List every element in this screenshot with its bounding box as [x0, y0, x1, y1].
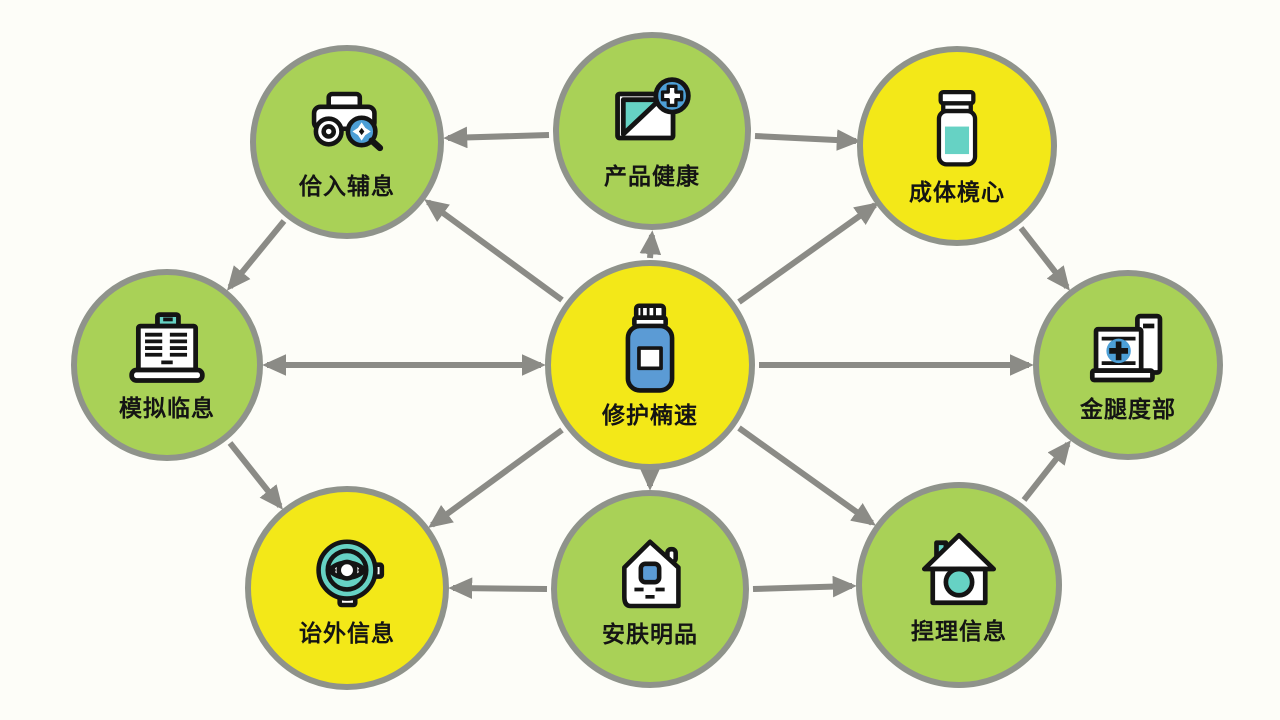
node-label: 诒外信息 [299, 621, 395, 647]
node-label: 佮入辅息 [299, 174, 395, 200]
node-top-right: 成体樈心 [857, 46, 1057, 246]
arrow-center-topright [737, 202, 879, 305]
node-top-center: 产品健康 [553, 32, 751, 230]
node-top-left: 佮入辅息 [250, 45, 444, 239]
node-bottom-left: 诒外信息 [245, 486, 449, 690]
node-label: 安肤明品 [602, 622, 698, 648]
node-label: 金腿度部 [1080, 397, 1176, 423]
arrow-midleft-bottomleft [227, 441, 283, 510]
node-mid-left: 模拟临息 [71, 269, 263, 461]
arrow-bottomcenter-bottomright [752, 575, 857, 598]
node-label: 修护楠速 [602, 403, 698, 429]
node-bottom-center: 安肤明品 [551, 490, 749, 688]
arrow-topleft-midleft [226, 219, 287, 291]
node-center: 修护楠速 [545, 260, 755, 470]
printer-plus-icon [1089, 313, 1163, 383]
arrow-center-topcenter [639, 230, 662, 259]
arrow-bottomright-midright [1021, 440, 1071, 502]
image-plus-icon [615, 77, 691, 141]
arrow-center-topleft [424, 199, 564, 303]
node-bottom-right: 揑理信息 [856, 482, 1062, 688]
lens-icon [316, 539, 385, 608]
car-search-icon [311, 91, 384, 152]
arrow-center-bottomright [737, 425, 876, 526]
node-mid-right: 金腿度部 [1033, 270, 1223, 460]
node-label: 产品健康 [604, 164, 700, 190]
arrow-topright-midright [1018, 226, 1070, 291]
arrow-topcenter-topright [754, 129, 861, 151]
house-round-icon [921, 532, 997, 606]
arrow-bottomcenter-bottomleft [448, 577, 548, 600]
house-window-icon [622, 539, 681, 609]
arrow-center-bottomleft [428, 427, 564, 528]
arrow-topcenter-topleft [443, 126, 550, 149]
jar-icon [936, 90, 978, 167]
node-label: 揑理信息 [911, 619, 1007, 645]
node-label: 成体樈心 [909, 180, 1005, 206]
laptop-doc-icon [129, 312, 205, 383]
bottle-icon [625, 303, 675, 393]
node-label: 模拟临息 [119, 396, 215, 422]
